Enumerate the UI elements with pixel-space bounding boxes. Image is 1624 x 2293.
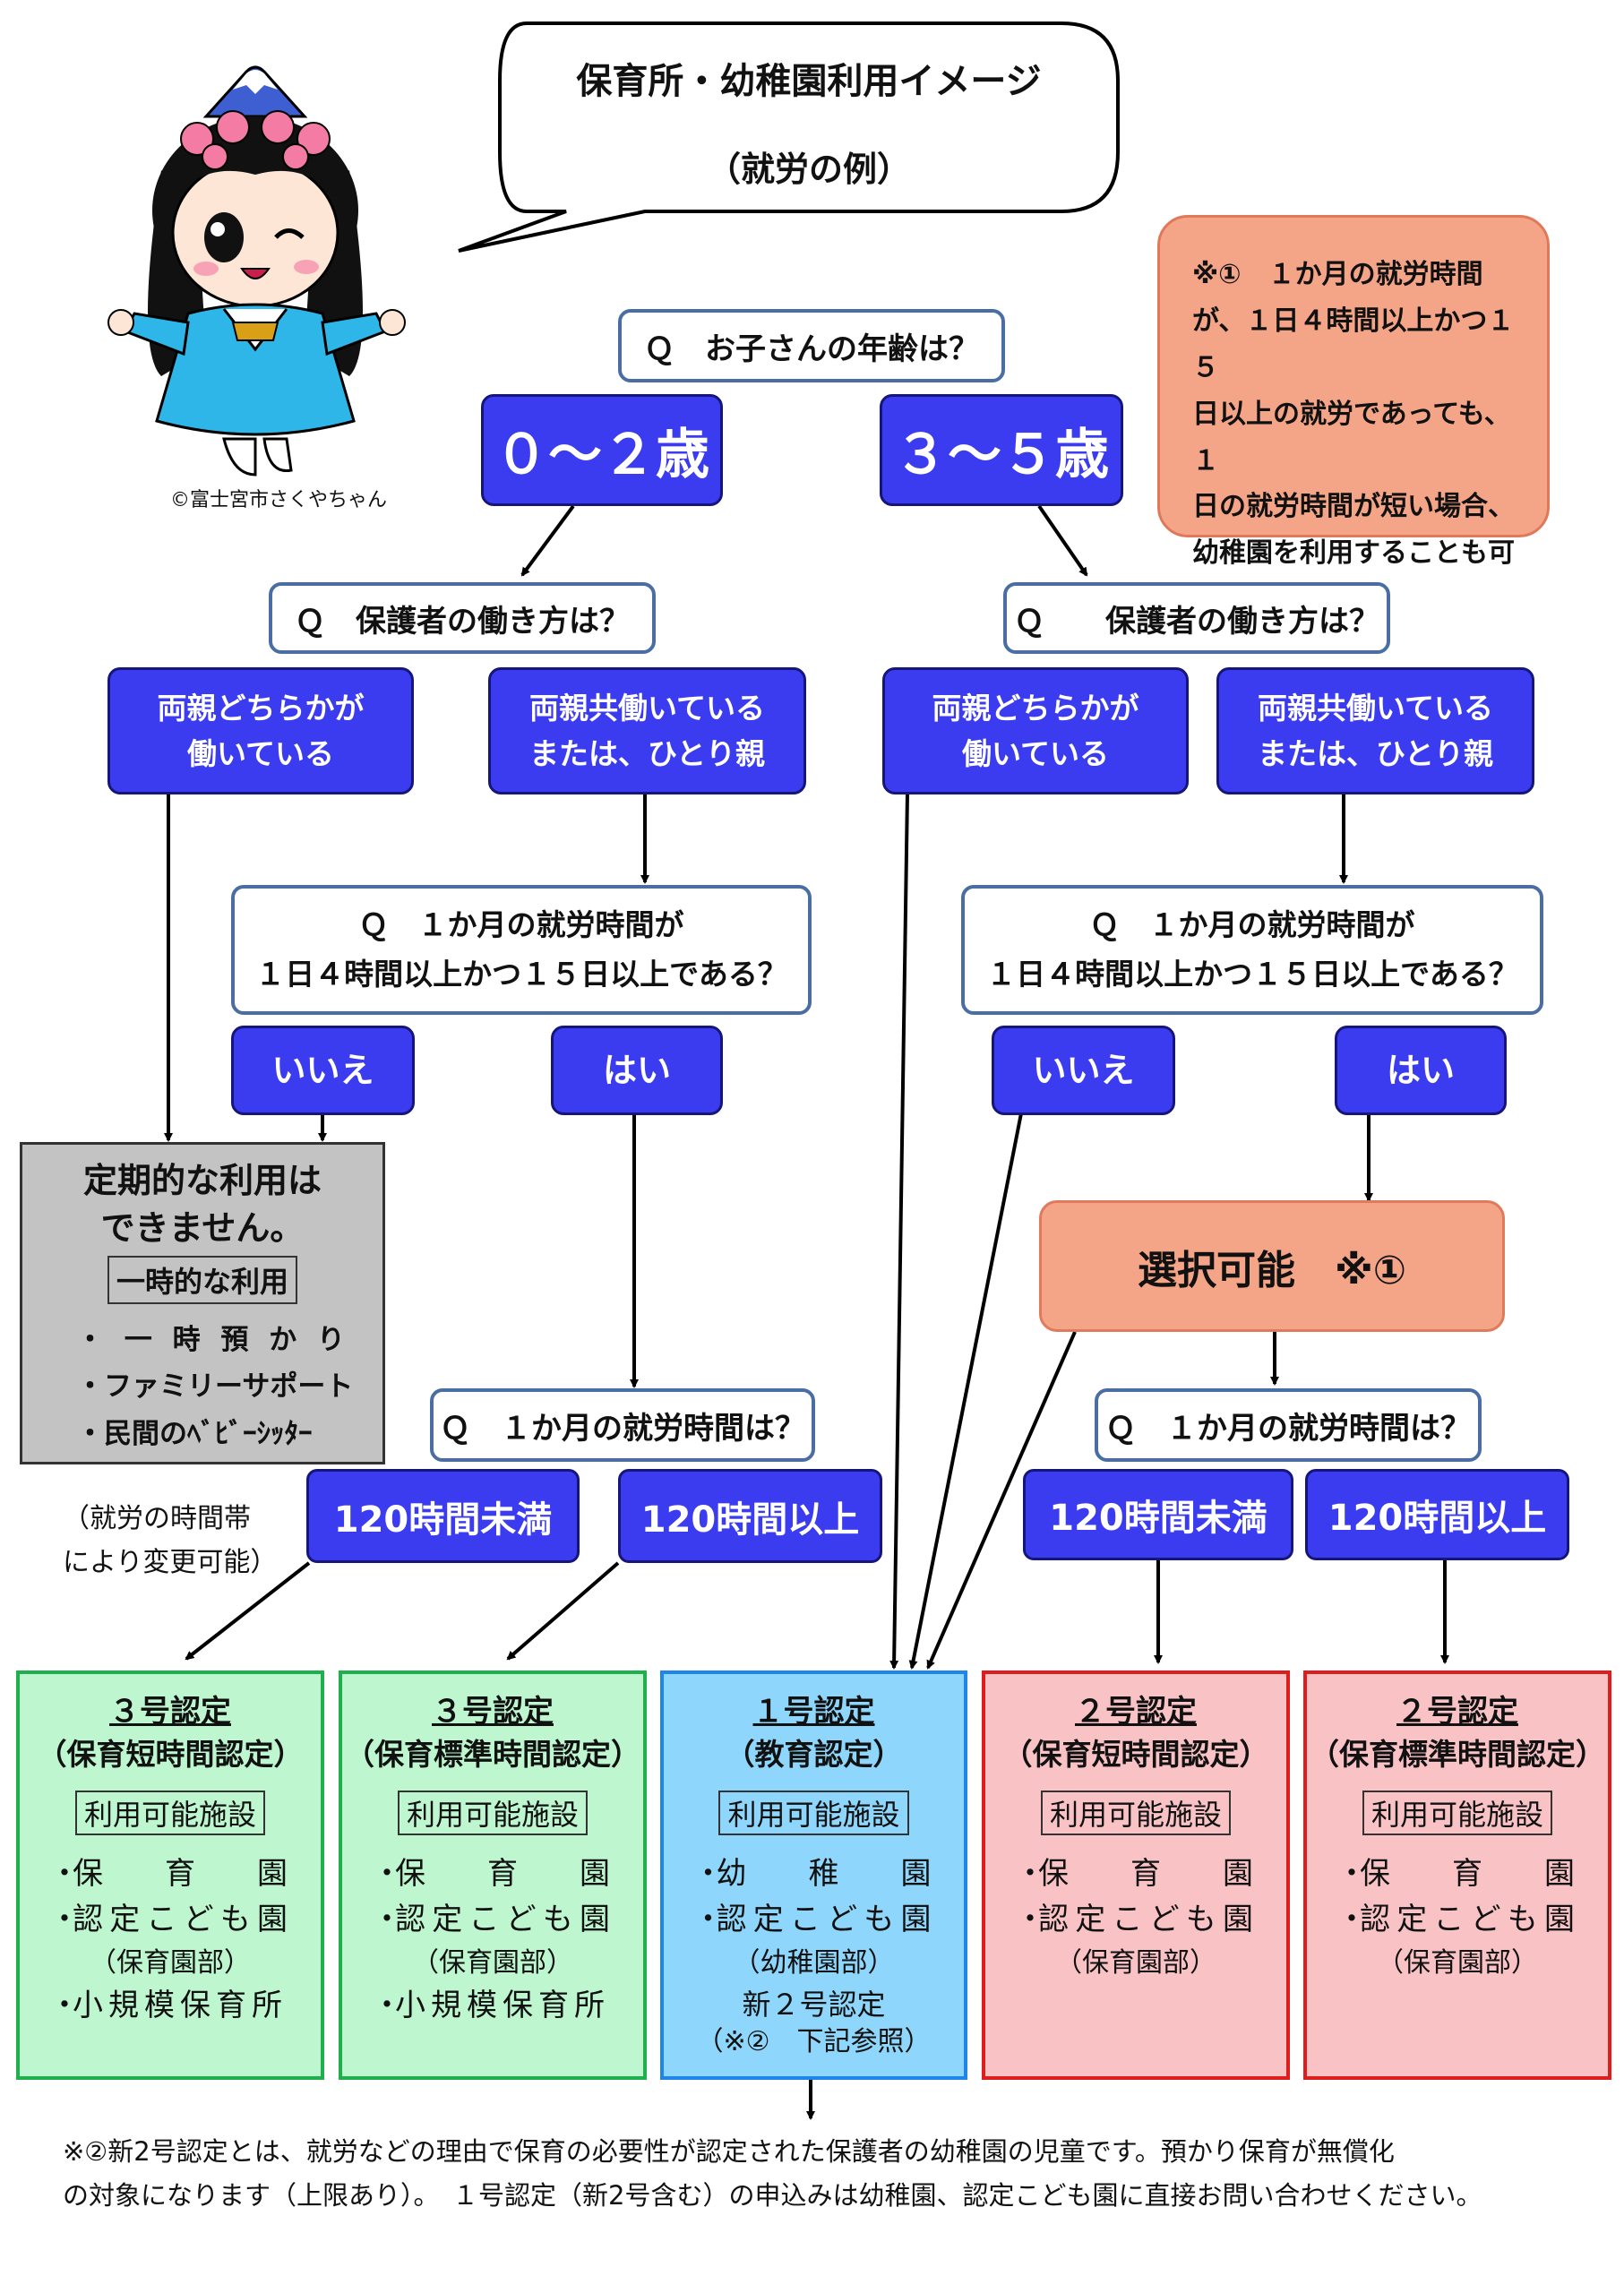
facility-item: ・保育園	[49, 1855, 288, 1892]
result-type2-short: ２号認定 （保育短時間認定） 利用可能施設 ・保育園 ・認定こども園 （保育園部…	[982, 1670, 1290, 2080]
facility-item: ・幼稚園	[692, 1855, 932, 1892]
note-line: ※① １か月の就労時間	[1192, 259, 1483, 290]
answer-one-parent-works-right: 両親どちらかが働いている	[882, 667, 1189, 794]
speech-bubble	[458, 21, 1120, 253]
result-type2-standard: ２号認定 （保育標準時間認定） 利用可能施設 ・保育園 ・認定こども園 （保育園…	[1303, 1670, 1611, 2080]
speech-bubble-text: 保育所・幼稚園利用イメージ （就労の例）	[500, 36, 1118, 206]
facility-item: ・小規模保育所	[49, 1987, 288, 2023]
page-title: 保育所・幼稚園利用イメージ	[576, 60, 1042, 102]
answer-no-right: いいえ	[992, 1026, 1175, 1115]
facility-item: ・認定こども園	[1336, 1901, 1575, 1937]
arrow-right-no	[908, 1112, 1023, 1670]
note-line: が、１日４時間以上かつ１５	[1192, 305, 1515, 383]
mascot-sakuya-illustration	[107, 65, 406, 477]
arrow-left-over	[506, 1561, 620, 1661]
result-type3-short: ３号認定 （保育短時間認定） 利用可能施設 ・保育園 ・認定こども園 （保育園部…	[16, 1670, 324, 2080]
arrow-left-under	[185, 1561, 311, 1661]
mascot-credit: ©富士宮市さくやちゃん	[170, 489, 388, 511]
gray-item-family-support: ・ファミリーサポート	[76, 1370, 354, 1404]
facility-item: ・保育園	[372, 1855, 610, 1892]
answer-under-120-right: 120時間未満	[1023, 1469, 1293, 1560]
facility-item: ・保育園	[1015, 1855, 1253, 1892]
note-line: 日の就労時間が短い場合、	[1192, 491, 1515, 523]
facility-item: ・認定こども園	[1015, 1901, 1253, 1937]
facility-item: ・認定こども園	[372, 1901, 610, 1937]
arrow-choice-kinder	[926, 1331, 1077, 1670]
answer-both-parents-work-left: 両親共働いているまたは、ひとり親	[488, 667, 806, 794]
gray-item-temporary-care: ・一時預かり	[76, 1324, 345, 1357]
facility-item: ・認定こども園	[692, 1901, 932, 1937]
note-line: 幼稚園を利用することも可	[1192, 537, 1515, 570]
question-work-style-left: Ｑ 保護者の働き方は？	[269, 582, 656, 654]
arrow-age-right	[1037, 504, 1088, 577]
gray-item-babysitter: ・民間のﾍﾞﾋﾞｰｼｯﾀｰ	[76, 1417, 313, 1450]
age-3-5-box: ３～５歳	[880, 394, 1123, 506]
facility-item: ・小規模保育所	[372, 1987, 610, 2023]
answer-no-left: いいえ	[231, 1026, 415, 1115]
footnote-new-type2: ※②新2号認定とは、就労などの理由で保育の必要性が認定された保護者の幼稚園の児童…	[63, 2136, 1482, 2211]
choice-available-box: 選択可能 ※①	[1039, 1200, 1505, 1332]
answer-yes-left: はい	[551, 1026, 723, 1115]
arrow-age-left	[520, 504, 575, 577]
arrow-right-one	[889, 792, 909, 1670]
question-monthly-hours-right: Ｑ １か月の就労時間は？	[1095, 1388, 1482, 1462]
result-type1-education: １号認定 （教育認定） 利用可能施設 ・幼稚園 ・認定こども園 （幼稚園部） 新…	[660, 1670, 967, 2080]
result-type3-standard: ３号認定 （保育標準時間認定） 利用可能施設 ・保育園 ・認定こども園 （保育園…	[339, 1670, 647, 2080]
question-work-style-right: Ｑ 保護者の働き方は？	[1003, 582, 1390, 654]
answer-over-120-left: 120時間以上	[618, 1469, 882, 1563]
answer-both-parents-work-right: 両親共働いているまたは、ひとり親	[1216, 667, 1534, 794]
answer-yes-right: はい	[1335, 1026, 1507, 1115]
page-subtitle: （就労の例）	[706, 149, 911, 189]
question-child-age: Ｑ お子さんの年齢は？	[618, 309, 1005, 382]
note-box-1: ※① １か月の就労時間 が、１日４時間以上かつ１５ 日以上の就労であっても、１ …	[1157, 215, 1550, 615]
temporary-use-label: 一時的な利用	[107, 1256, 297, 1305]
facility-item: ・保育園	[1336, 1855, 1575, 1892]
answer-one-parent-works-left: 両親どちらかが働いている	[107, 667, 414, 794]
note-line: 日以上の就労であっても、１	[1192, 398, 1511, 477]
answer-over-120-right: 120時間以上	[1305, 1469, 1569, 1560]
answer-under-120-left: 120時間未満	[306, 1469, 580, 1563]
no-regular-use-box: 定期的な利用は できません。 一時的な利用 ・一時預かり ・ファミリーサポート …	[20, 1142, 385, 1464]
age-0-2-box: ０～２歳	[481, 394, 723, 506]
facility-item: ・認定こども園	[49, 1901, 288, 1937]
time-zone-note: （就労の時間帯 により変更可能）	[63, 1503, 278, 1578]
question-monthly-hours-left: Ｑ １か月の就労時間は？	[430, 1388, 815, 1462]
